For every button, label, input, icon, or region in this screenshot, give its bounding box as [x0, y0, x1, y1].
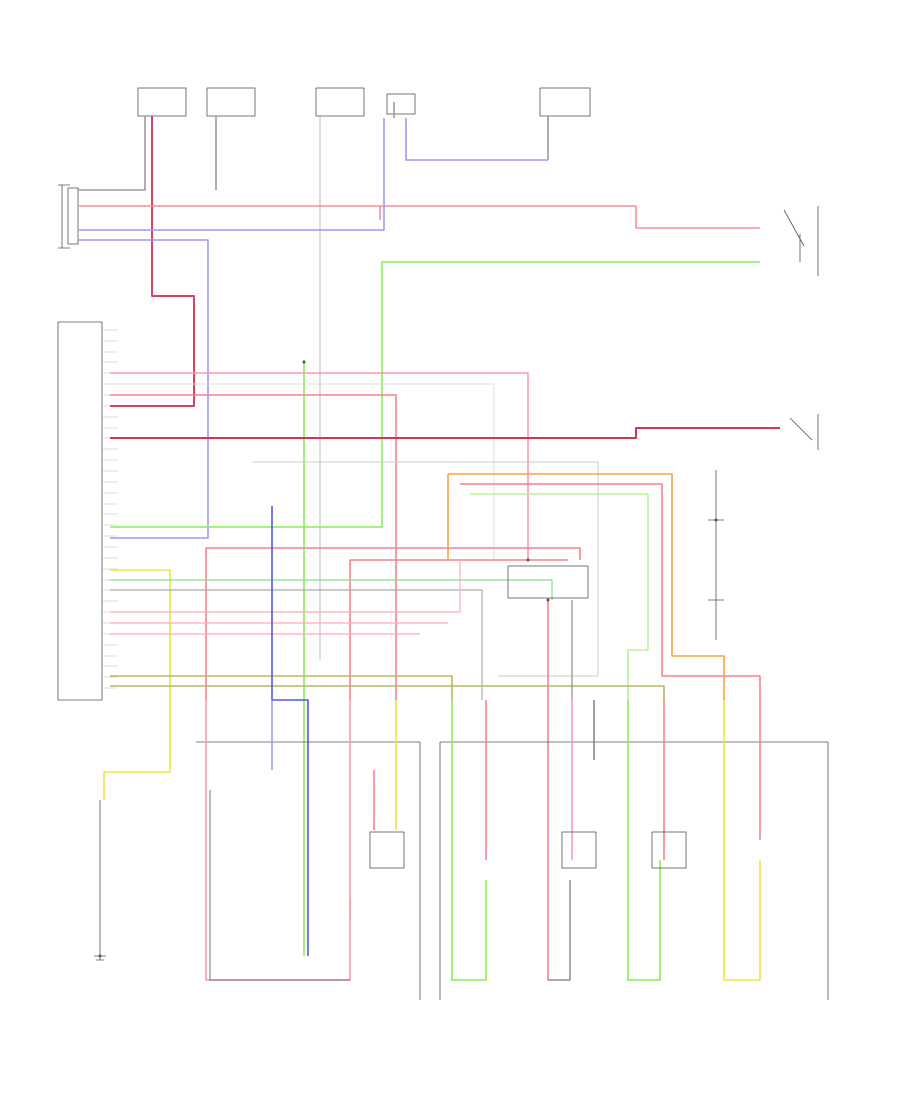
wire-red-4	[205, 547, 581, 700]
wire-pink-3	[110, 394, 397, 700]
wire-gray-fuse1	[78, 116, 146, 191]
wire-pink-1	[110, 372, 529, 560]
wire-gray-cu1	[110, 589, 483, 700]
wire-red-5	[349, 559, 568, 700]
wire-red-top	[78, 205, 760, 229]
junction-dots	[98, 360, 718, 958]
switch-top-right	[783, 206, 819, 276]
sensor-right-col	[708, 470, 724, 640]
ground-left	[94, 800, 106, 961]
relay-box	[507, 565, 589, 599]
wire-olive-1	[110, 675, 453, 700]
wire-orange	[448, 473, 725, 700]
wire-blue-fuse4	[405, 118, 548, 161]
wire-olive-2	[110, 685, 665, 700]
fuse-box-3	[315, 87, 365, 117]
wire-pink-2	[110, 383, 495, 560]
sensor-box-1	[369, 831, 405, 869]
fuse-box-2	[206, 87, 256, 117]
wire-dark-blue	[271, 506, 309, 956]
right-switches	[94, 206, 819, 961]
switch-frame	[209, 790, 350, 981]
wire-dark-red-feed	[110, 116, 195, 407]
wire-dark-red-mid	[110, 427, 780, 439]
wire-red-mid-down	[460, 483, 761, 700]
sensor-box-2	[561, 831, 597, 869]
fuse-box-5	[539, 87, 591, 117]
wire-blue-2	[78, 239, 209, 539]
wire-blue-top	[78, 118, 385, 231]
sensor-boxes	[209, 790, 687, 981]
wire-pink-cu1	[110, 560, 461, 613]
control-unit	[57, 321, 103, 701]
sensor-box-3	[651, 831, 687, 869]
wire-yellow-cu	[103, 569, 171, 800]
wire-green-cu1	[110, 579, 553, 600]
lower-harness	[196, 741, 829, 1000]
fuse-box-group	[137, 87, 591, 117]
wire-green-mid	[470, 493, 649, 700]
left-connector-top	[58, 184, 79, 249]
fuse-box-4	[386, 93, 416, 115]
fuse-box-1	[137, 87, 187, 117]
switch-mid-right	[789, 414, 819, 450]
wires	[78, 102, 780, 980]
